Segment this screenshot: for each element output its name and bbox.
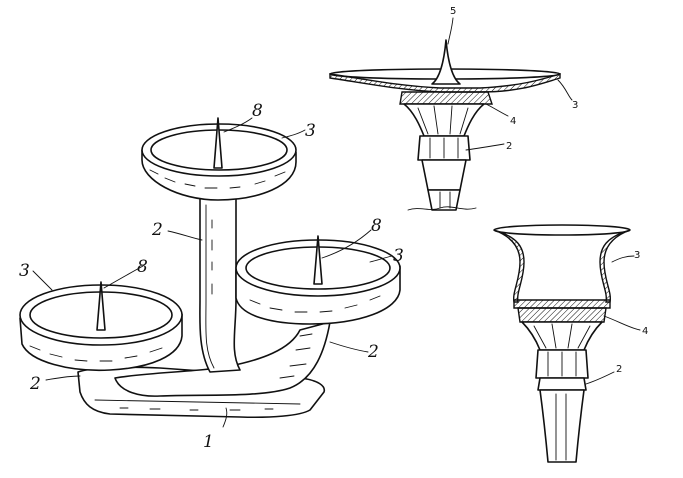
label-3-section-bottom: 3 (634, 250, 640, 261)
label-8-right: 8 (371, 216, 382, 236)
label-3-left: 3 (19, 261, 30, 281)
label-1: 1 (203, 432, 214, 452)
spike-top (213, 117, 223, 169)
spike-right (313, 235, 323, 285)
label-2-right: 2 (367, 342, 379, 362)
label-8-top: 8 (252, 101, 263, 121)
label-3-top: 3 (305, 121, 316, 141)
candelabra-figure: 1 2 2 2 3 3 3 8 8 8 (19, 101, 404, 452)
label-8-left: 8 (137, 257, 148, 277)
dish-top (141, 117, 297, 201)
label-4-section-top: 4 (510, 116, 516, 127)
label-2-section-bottom: 2 (616, 364, 622, 375)
label-2-section-top: 2 (506, 141, 512, 152)
label-4-section-bottom: 4 (642, 326, 648, 337)
label-3-section-top: 3 (572, 100, 578, 111)
spike-left (96, 281, 106, 331)
stem-central (199, 195, 241, 373)
section-bottom-right: 3 4 2 (493, 224, 648, 463)
label-2-stem: 2 (151, 220, 163, 240)
label-5: 5 (450, 6, 456, 17)
dish-left (19, 281, 183, 372)
label-3-right: 3 (393, 246, 404, 266)
dish-right (235, 235, 401, 325)
section-top-right: 5 3 4 2 (329, 6, 578, 211)
label-2-left: 2 (29, 374, 41, 394)
